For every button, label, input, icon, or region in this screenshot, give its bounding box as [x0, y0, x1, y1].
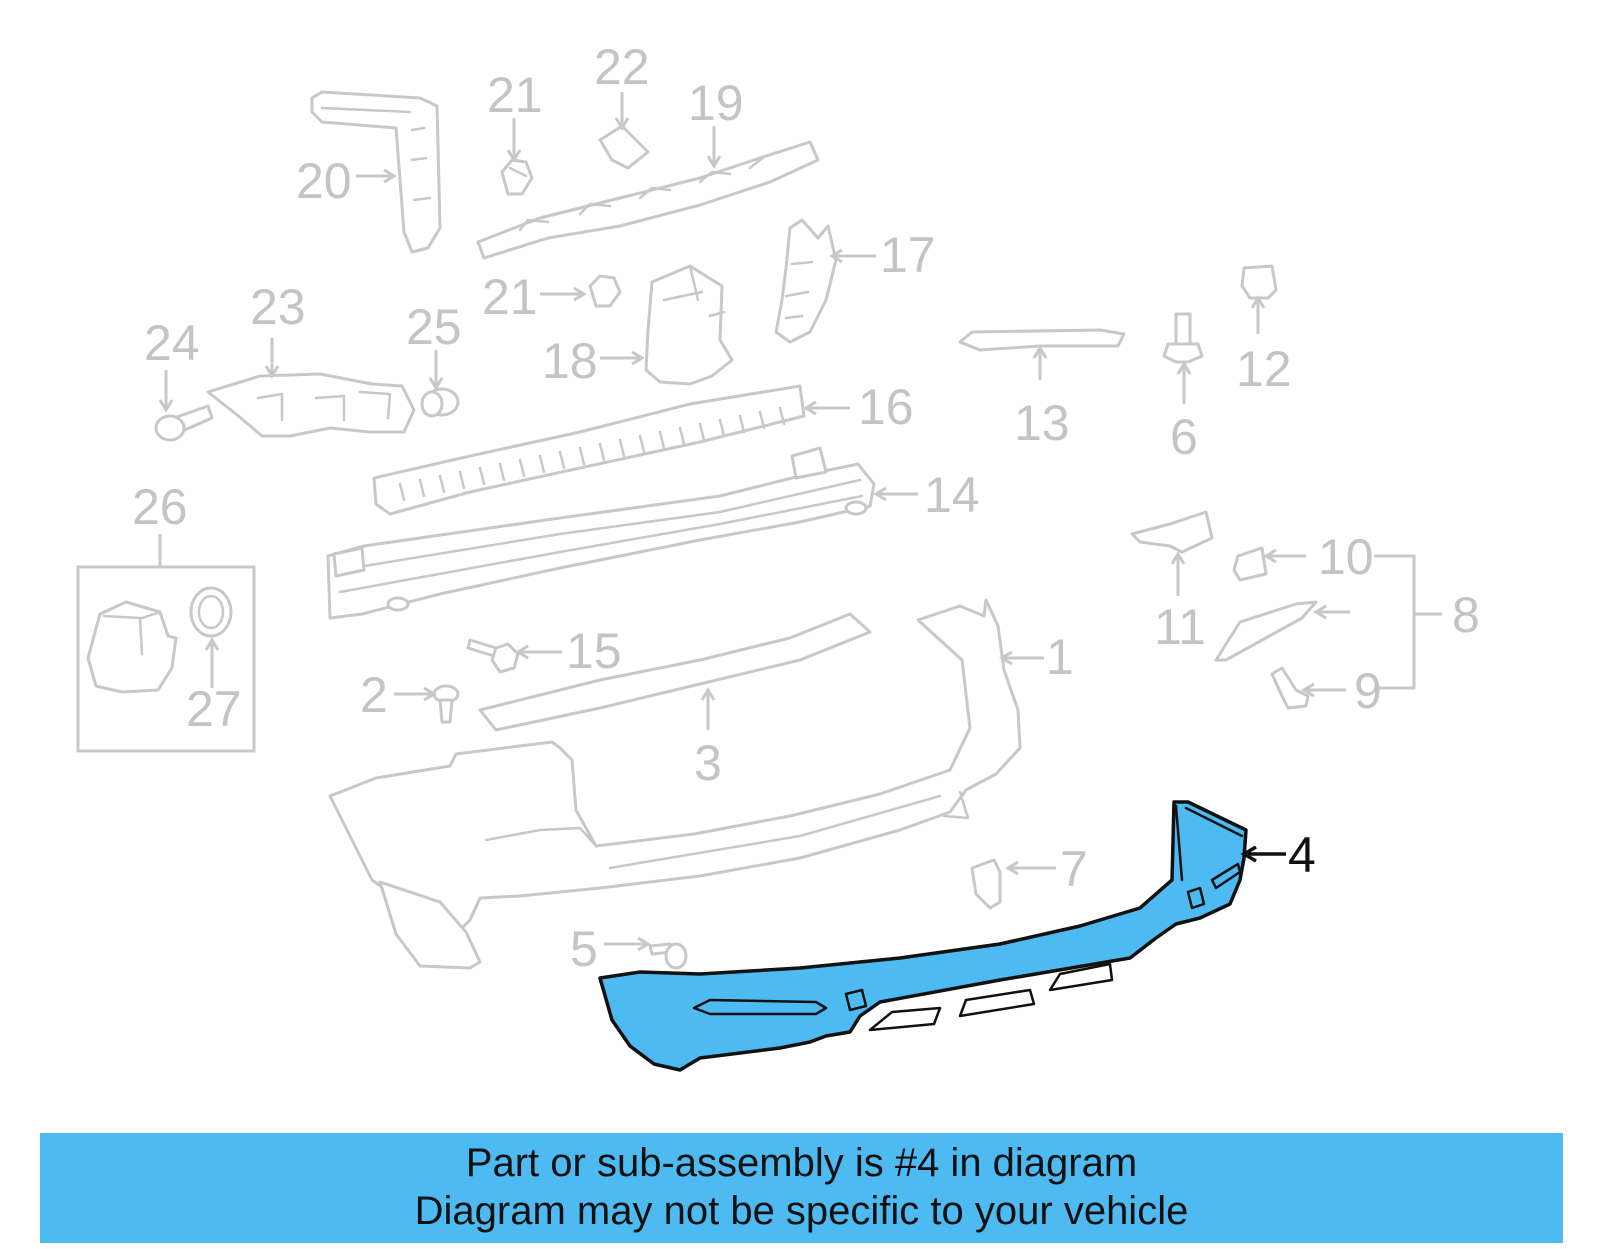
part-12-clip	[1240, 264, 1278, 300]
callout-13: 13	[1014, 395, 1070, 451]
callout-10: 10	[1318, 529, 1374, 585]
part-9-bolt	[1270, 666, 1310, 710]
callout-26: 26	[132, 479, 188, 535]
callout-1: 1	[1046, 629, 1074, 685]
info-banner: Part or sub-assembly is #4 in diagram Di…	[40, 1133, 1563, 1243]
callout-8: 8	[1452, 587, 1480, 643]
part-4-lower-valance	[598, 800, 1248, 1072]
part-16-absorber	[372, 384, 806, 516]
callout-21-upper: 21	[487, 67, 543, 123]
part-23-bracket	[206, 372, 416, 438]
part-7-bracket	[970, 858, 1002, 910]
parts-diagram: 20 21 22 19 17 21 18 23 24 25 16 13 6 12…	[76, 39, 1480, 1072]
callout-17: 17	[880, 227, 936, 283]
callout-23: 23	[250, 279, 306, 335]
banner-line-part: Part or sub-assembly is #4 in diagram	[465, 1141, 1138, 1185]
callout-2: 2	[360, 667, 388, 723]
callout-labels: 20 21 22 19 17 21 18 23 24 25 16 13 6 12…	[132, 39, 1480, 977]
part-21-nut-upper	[500, 158, 534, 196]
callout-25: 25	[406, 299, 462, 355]
part-6-bolt	[1162, 312, 1204, 364]
callout-6: 6	[1170, 409, 1198, 465]
callout-9: 9	[1354, 663, 1382, 719]
part-5-bolt	[648, 942, 688, 970]
part-3-strip	[478, 612, 872, 732]
callout-11: 11	[1154, 599, 1206, 655]
callout-19: 19	[688, 75, 744, 131]
callout-15: 15	[566, 623, 622, 679]
part-11-bracket	[1130, 510, 1214, 554]
callout-12: 12	[1236, 341, 1292, 397]
part-17-bracket	[774, 218, 838, 344]
part-18-bracket	[644, 264, 734, 386]
part-24-bolt	[154, 404, 214, 442]
banner-line-disclaimer: Diagram may not be specific to your vehi…	[414, 1189, 1189, 1233]
callout-27: 27	[186, 681, 242, 737]
part-15-bolt	[466, 638, 520, 674]
part-25-plug	[420, 387, 460, 418]
part-20-bracket	[310, 90, 442, 254]
part-2-pin	[432, 684, 460, 724]
part-19-strip	[476, 140, 820, 260]
part-21-nut-lower	[588, 274, 622, 308]
part-10-clip	[1232, 546, 1268, 582]
callout-3: 3	[694, 735, 722, 791]
part-22-clip	[598, 124, 650, 170]
part-26-sensor-box	[76, 565, 256, 753]
callout-4: 4	[1288, 827, 1316, 883]
callout-21-lower: 21	[482, 269, 538, 325]
callout-20: 20	[296, 153, 352, 209]
part-14-beam	[326, 446, 876, 620]
callout-22: 22	[594, 39, 650, 95]
part-1-bumper-cover	[328, 598, 1022, 970]
callout-18: 18	[542, 333, 598, 389]
part-13-strip	[958, 328, 1126, 352]
leader-lines	[158, 92, 1442, 952]
callout-16: 16	[858, 379, 914, 435]
callout-24: 24	[144, 315, 200, 371]
callout-14: 14	[924, 467, 980, 523]
callout-5: 5	[570, 921, 598, 977]
part-8-reflector	[1214, 600, 1318, 662]
callout-7: 7	[1060, 841, 1088, 897]
